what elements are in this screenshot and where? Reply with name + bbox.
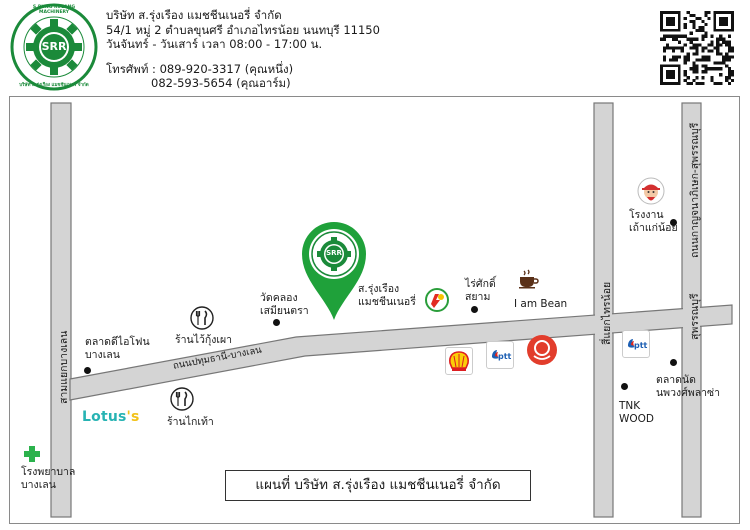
lotus-brand-text: Lotus (82, 409, 127, 425)
ptt-station-logo-2: ptt (622, 330, 650, 358)
tao-kae-noi-dot (670, 219, 677, 226)
map-title: แผนที่ บริษัท ส.รุ่งเรือง แมชชีนเนอรี่ จ… (225, 470, 531, 501)
label-talad-nat: ตลาดนัด นพวงศ์พลาซ่า (656, 374, 721, 399)
shell-station-logo (445, 347, 473, 375)
map-frame (9, 96, 740, 524)
qr-code (660, 11, 735, 86)
phone-number-2: 082-593-5654 (คุณอาร์ม) (151, 76, 291, 90)
label-hospital: โรงพยาบาล บางเลน (21, 466, 76, 491)
label-tnk-wood: TNK WOOD (619, 400, 654, 425)
label-wat: วัดคลอง เสมียนตรา (260, 292, 309, 317)
road-main (69, 304, 733, 401)
label-i-am-bean: I am Bean (514, 298, 568, 310)
coffee-cup-icon (517, 268, 539, 290)
logo-text: SRR (41, 40, 67, 53)
pt-station-icon (425, 288, 449, 312)
company-contact: โทรศัพท์ : 089-920-3317 (คุณหนึ่ง) 082-5… (106, 62, 293, 90)
company-logo: SRR S.RUNG RUEANG MACHINERY บริษัท ส.รุ่… (10, 3, 98, 91)
red-brand-logo (526, 334, 558, 366)
logo-ring-bottom-text: บริษัท ส.รุ่งเรือง แมชชีนเนอรี่ จำกัด (19, 83, 89, 88)
ptt-station-logo-1: ptt (486, 341, 514, 369)
road-label-right-2-upper: ถนนกาญจนาภิเษก-สุพรรณบุรี (689, 122, 701, 258)
logo-ring-top-text: S.RUNG RUEANG MACHINERY (32, 5, 76, 15)
label-raisakdi: ไร่ศักดิ์ สยาม (465, 278, 496, 303)
company-info: บริษัท ส.รุ่งเรือง แมชชีนเนอรี่ จำกัด 54… (106, 8, 380, 52)
svg-text:ptt: ptt (634, 341, 648, 350)
pin-logo-text: SRR (326, 249, 342, 257)
restaurant-icon-2 (170, 387, 194, 411)
road-label-right-2-lower: สุพรรณบุรี (689, 293, 701, 340)
talad-dee-phone-dot (84, 367, 91, 374)
road-left-vertical (50, 102, 72, 518)
hospital-cross-icon (24, 446, 40, 462)
tnk-wood-dot (621, 383, 628, 390)
road-right-vertical-1 (593, 102, 614, 518)
tao-kae-noi-logo (637, 177, 665, 205)
svg-text:ptt: ptt (498, 352, 512, 361)
phone-label: โทรศัพท์ : (106, 62, 156, 76)
label-company-marker: ส.รุ่งเรือง แมชชีนเนอรี่ (358, 283, 416, 308)
raisakdi-dot (471, 306, 478, 313)
wat-dot (273, 319, 280, 326)
label-kai-tao: ร้านไกเท้า (167, 416, 214, 428)
talad-nat-dot (670, 359, 677, 366)
road-label-left: สามแยกบางเลน (58, 330, 70, 404)
label-khao-kung-phao: ร้านไว้กุ้งเผา (175, 334, 233, 346)
label-talad-dee-phone: ตลาดดีไอโฟน บางเลน (85, 336, 150, 361)
company-address: 54/1 หมู่ 2 ตำบลขุนศรี อำเภอไทรน้อย นนทบ… (106, 22, 380, 37)
phone-number-1: 089-920-3317 (คุณหนึ่ง) (159, 62, 294, 76)
company-name: บริษัท ส.รุ่งเรือง แมชชีนเนอรี่ จำกัด (106, 8, 282, 22)
label-tao-kae-noi: โรงงาน เถ้าแก่น้อย (629, 209, 678, 234)
restaurant-icon-1 (190, 306, 214, 330)
road-label-right-1: สี่แยกไทรน้อย (601, 281, 613, 345)
company-location-pin[interactable]: SRR (298, 218, 370, 322)
lotus-brand-suffix: 's (126, 409, 140, 425)
lotus-logo: Lotus's (82, 409, 140, 425)
company-hours: วันจันทร์ - วันเสาร์ เวลา 08:00 - 17:00 … (106, 37, 323, 51)
